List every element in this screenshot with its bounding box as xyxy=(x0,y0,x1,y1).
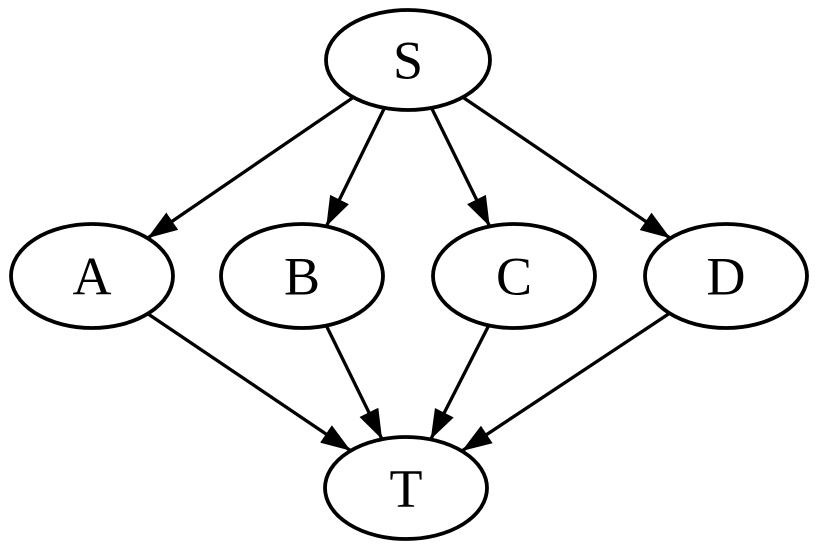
graph-node-C: C xyxy=(431,222,597,330)
node-ellipse-B xyxy=(219,222,385,330)
edge-C-T xyxy=(429,324,491,441)
node-label-D: D xyxy=(707,246,746,306)
node-ellipse-A xyxy=(9,222,175,330)
graph-node-B: B xyxy=(219,222,385,330)
node-label-T: T xyxy=(390,458,423,518)
node-ellipse-C xyxy=(431,222,597,330)
edge-B-T xyxy=(324,324,384,441)
edge-S-C xyxy=(430,107,492,228)
edge-A-T xyxy=(146,312,352,453)
node-label-C: C xyxy=(496,246,532,306)
node-ellipse-T xyxy=(323,435,489,541)
node-ellipse-D xyxy=(643,222,809,330)
edge-S-D xyxy=(461,95,672,240)
node-ellipse-S xyxy=(324,8,492,112)
graph-node-S: S xyxy=(324,8,492,112)
edge-S-B xyxy=(324,107,386,228)
node-label-S: S xyxy=(393,30,423,90)
node-label-B: B xyxy=(284,246,320,306)
graph-node-D: D xyxy=(643,222,809,330)
edge-D-T xyxy=(460,311,671,453)
edge-S-A xyxy=(146,95,355,240)
graph-node-A: A xyxy=(9,222,175,330)
node-label-A: A xyxy=(73,246,112,306)
graph-node-T: T xyxy=(323,435,489,541)
